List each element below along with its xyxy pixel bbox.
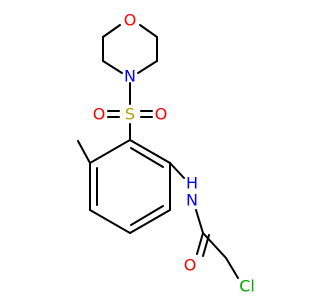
atom-sulfur: S (125, 105, 135, 124)
bond-c-o-a (196, 232, 204, 255)
structure-canvas: O N S O O N H O Cl (77, 11, 255, 296)
bond-ring-nh (169, 162, 185, 179)
bond-morph-n-c-left (102, 60, 123, 74)
atom-chlorine: Cl (239, 277, 255, 296)
bond-layer (77, 24, 239, 279)
bond-ring-6 (89, 139, 131, 164)
bond-methyl (77, 140, 91, 164)
atom-nitrogen-morpholine: N (124, 67, 136, 86)
bond-ring-4 (89, 209, 131, 234)
molecule-diagram: O N S O O N H O Cl (77, 11, 255, 296)
bond-nh-c (195, 209, 204, 234)
bond-ring-3-inner (130, 205, 164, 226)
atom-oxygen-sulfonyl-right: O (155, 105, 168, 124)
bond-morph-c-left-o (102, 24, 121, 38)
atom-oxygen-sulfonyl-left: O (93, 105, 106, 124)
atom-nitrogen-amide: N (186, 191, 198, 210)
bond-morph-o-c-right (139, 24, 158, 38)
atom-oxygen-morpholine: O (124, 11, 137, 30)
bond-ring-1-inner (130, 147, 164, 168)
bond-morph-c-right-n (137, 60, 158, 74)
atom-hydrogen-amide: H (186, 174, 198, 193)
bond-ch2-cl (225, 257, 239, 279)
bond-c-ch2 (202, 232, 227, 259)
bond-ring-1 (129, 139, 171, 164)
bond-ring-3 (129, 209, 171, 234)
atom-label-layer: O N S O O N H O Cl (93, 11, 255, 296)
atom-oxygen-carbonyl: O (184, 256, 197, 275)
